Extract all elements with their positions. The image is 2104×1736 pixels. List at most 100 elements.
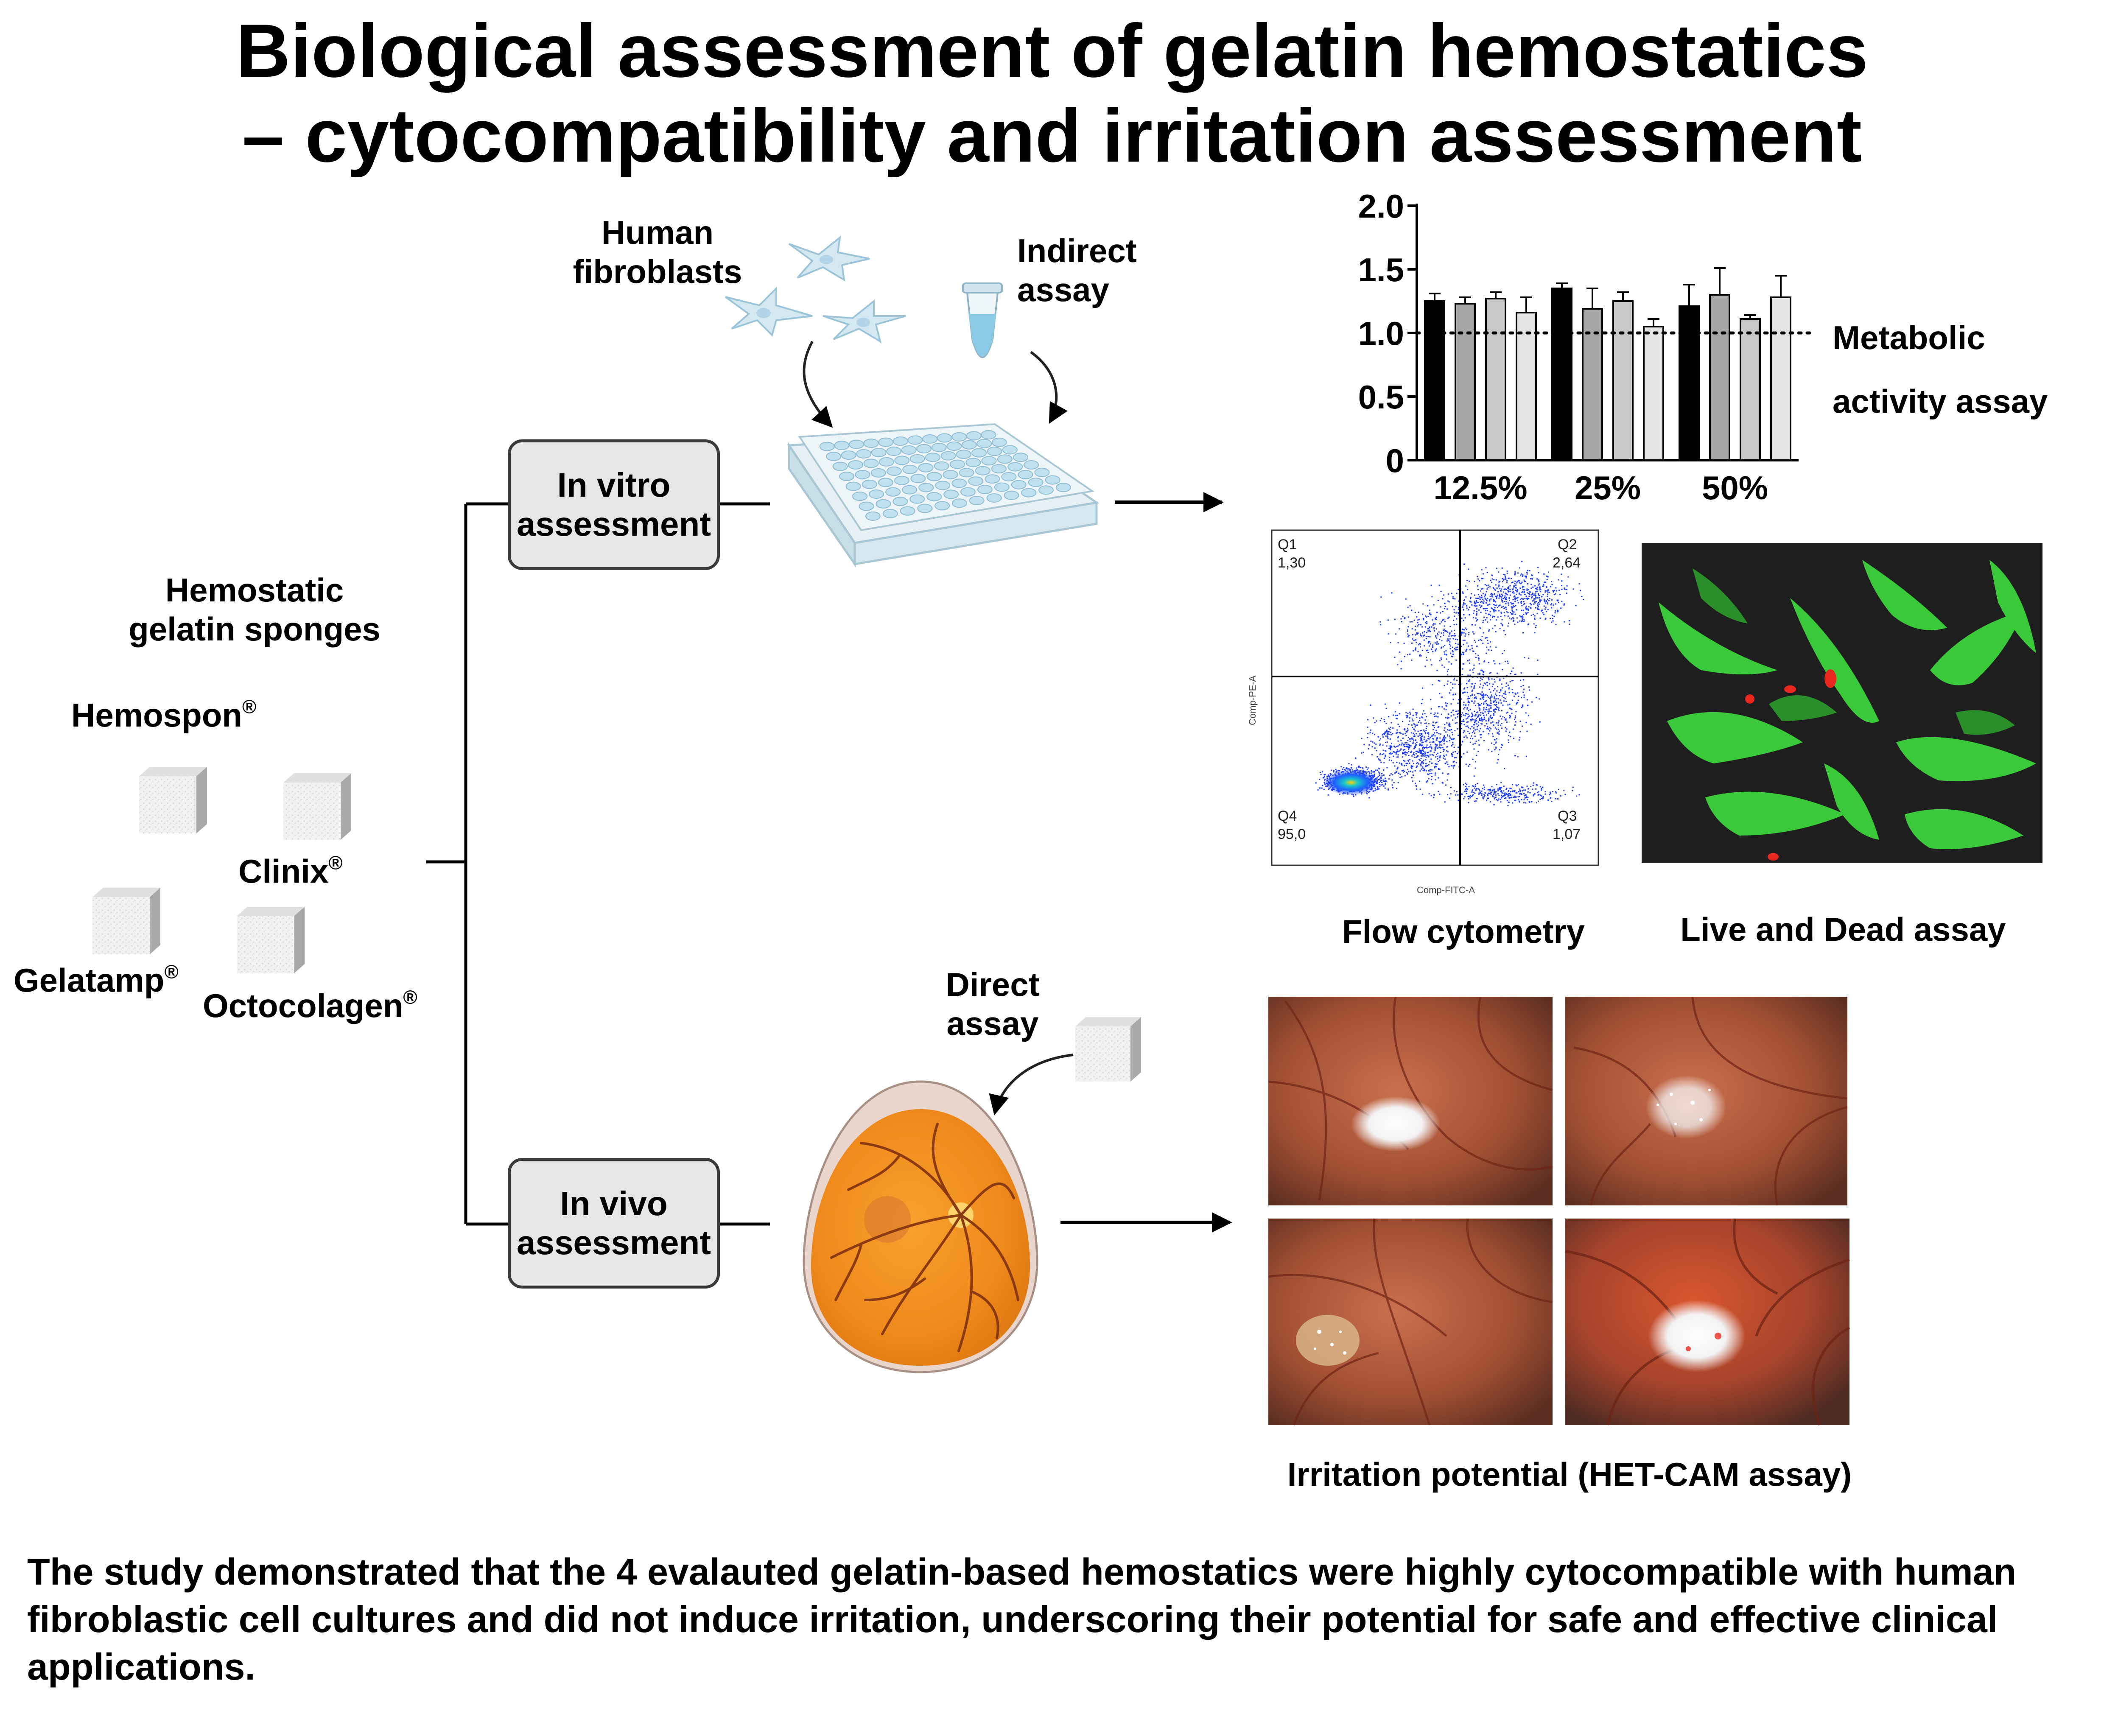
flow-event-dot: [1507, 712, 1508, 713]
flow-event-dot: [1519, 731, 1521, 732]
flow-event-dot: [1411, 737, 1413, 739]
flow-event-dot: [1439, 744, 1441, 746]
flow-event-dot: [1464, 599, 1465, 600]
flow-event-dot: [1377, 769, 1378, 771]
flow-event-dot: [1446, 761, 1448, 763]
flow-event-dot: [1530, 584, 1532, 585]
flow-event-dot: [1387, 738, 1389, 740]
flow-event-dot: [1409, 745, 1410, 747]
flow-event-dot: [1552, 791, 1553, 792]
flow-event-dot: [1425, 770, 1427, 772]
flow-event-dot: [1480, 607, 1481, 608]
flow-event-dot: [1475, 789, 1477, 791]
flow-event-dot: [1453, 746, 1455, 748]
flow-event-dot: [1450, 787, 1452, 788]
flow-event-dot: [1513, 592, 1515, 594]
flow-event-dot: [1468, 632, 1470, 634]
flow-event-dot: [1484, 701, 1486, 702]
flow-event-dot: [1517, 572, 1519, 574]
flow-event-dot: [1460, 632, 1462, 633]
sponge-cube-hemospon: [139, 767, 207, 833]
flow-event-dot: [1523, 789, 1525, 791]
flow-event-dot: [1507, 796, 1509, 797]
flow-event-dot: [1510, 791, 1511, 793]
flow-event-dot: [1376, 777, 1378, 779]
flow-event-dot: [1488, 733, 1490, 735]
flow-event-dot: [1402, 756, 1403, 758]
flow-event-dot: [1444, 606, 1446, 607]
flow-event-dot: [1454, 633, 1455, 635]
flow-event-dot: [1524, 591, 1525, 593]
flow-event-dot: [1488, 613, 1490, 615]
flow-event-dot: [1408, 724, 1410, 725]
flow-event-dot: [1489, 641, 1491, 643]
flow-event-dot: [1500, 613, 1502, 615]
flow-event-dot: [1405, 712, 1407, 713]
flow-event-dot: [1387, 733, 1389, 735]
flow-event-dot: [1546, 601, 1547, 602]
flow-event-dot: [1400, 660, 1402, 662]
flow-event-dot: [1508, 588, 1509, 590]
flow-event-dot: [1491, 574, 1493, 576]
flow-event-dot: [1433, 752, 1435, 753]
well: [976, 439, 992, 448]
flow-event-dot: [1538, 603, 1540, 605]
flow-event-dot: [1444, 653, 1445, 655]
flow-event-dot: [1414, 724, 1416, 726]
flow-event-dot: [1455, 751, 1456, 752]
flow-event-dot: [1514, 580, 1516, 582]
flow-event-dot: [1462, 668, 1463, 670]
flow-event-dot: [1446, 658, 1447, 660]
flow-event-dot: [1421, 703, 1422, 704]
product-octocolagen: Octocolagen®: [203, 986, 417, 1024]
flow-event-dot: [1474, 683, 1476, 684]
flow-event-dot: [1531, 597, 1533, 599]
flow-event-dot: [1506, 594, 1508, 595]
flow-event-dot: [1466, 707, 1468, 708]
flow-event-dot: [1486, 798, 1488, 800]
flow-event-dot: [1436, 739, 1438, 741]
flow-event-dot: [1501, 567, 1503, 569]
flow-event-dot: [1505, 693, 1507, 695]
flow-event-dot: [1412, 774, 1414, 776]
flow-event-dot: [1522, 589, 1524, 590]
flow-event-dot: [1488, 630, 1490, 632]
flow-event-dot: [1415, 785, 1417, 786]
flow-event-dot: [1507, 590, 1509, 592]
flow-event-dot: [1493, 788, 1495, 790]
flow-event-dot: [1433, 714, 1435, 715]
well: [950, 459, 965, 469]
flow-event-dot: [1502, 591, 1504, 593]
flow-event-dot: [1399, 651, 1401, 653]
flow-event-dot: [1415, 647, 1416, 649]
flow-event-dot: [1531, 575, 1533, 576]
flow-event-dot: [1508, 802, 1510, 803]
flow-event-dot: [1470, 695, 1472, 696]
flow-event-dot: [1435, 763, 1436, 765]
flow-event-dot: [1508, 604, 1509, 606]
flow-q4-value: 95,0: [1278, 826, 1306, 842]
flow-event-dot: [1455, 693, 1456, 695]
flow-event-dot: [1514, 598, 1516, 600]
flow-event-dot: [1470, 597, 1472, 598]
flow-event-dot: [1561, 585, 1562, 587]
flow-event-dot: [1474, 743, 1476, 744]
flow-event-dot: [1544, 602, 1546, 604]
flow-event-dot: [1408, 760, 1409, 762]
flow-event-dot: [1443, 630, 1444, 632]
flow-event-dot: [1477, 702, 1479, 704]
flow-event-dot: [1451, 593, 1452, 594]
flow-event-dot: [1370, 741, 1372, 742]
flow-event-dot: [1474, 735, 1476, 737]
flow-event-dot: [1399, 702, 1400, 704]
flow-event-dot: [1480, 734, 1482, 735]
flow-event-dot: [1370, 772, 1372, 774]
flow-event-dot: [1411, 643, 1413, 644]
flow-event-dot: [1496, 596, 1498, 598]
flow-event-dot: [1415, 746, 1416, 748]
flow-event-dot: [1465, 633, 1466, 635]
flow-event-dot: [1491, 717, 1493, 718]
flow-event-dot: [1483, 707, 1485, 709]
flow-event-dot: [1424, 741, 1426, 742]
flow-event-dot: [1488, 683, 1490, 685]
